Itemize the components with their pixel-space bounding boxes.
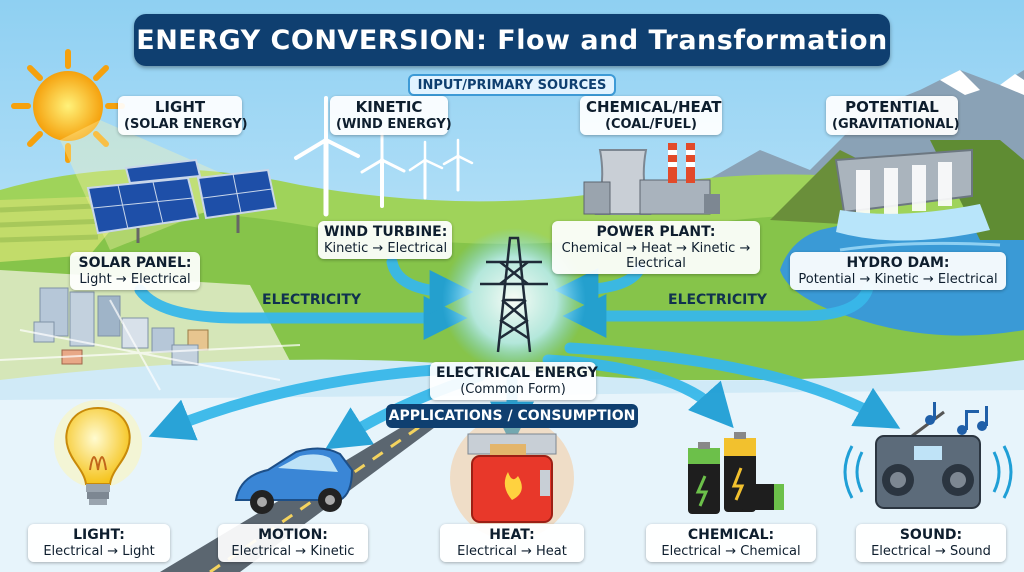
source-detail: (COAL/FUEL) (605, 116, 697, 132)
source-name: LIGHT (154, 98, 206, 116)
source-detail: (GRAVITATIONAL) (832, 116, 960, 132)
electricity-label-right: ELECTRICITY (668, 292, 768, 308)
source-name: CHEMICAL/HEAT (586, 98, 722, 116)
source-name: KINETIC (355, 98, 423, 116)
application-name: SOUND: (899, 527, 963, 543)
source-detail: (SOLAR ENERGY) (124, 116, 248, 132)
converter-conversion: Chemical → Heat → Kinetic → (561, 240, 751, 256)
input-section-label: INPUT/PRIMARY SOURCES (408, 74, 616, 96)
source-name: POTENTIAL (845, 98, 939, 116)
converter-label-wind-turbine: WIND TURBINE: Kinetic → Electrical (318, 221, 452, 259)
application-name: MOTION: (258, 527, 328, 543)
flow-arrow-solar (134, 284, 468, 340)
hydro-dam-icon (770, 140, 1024, 241)
electricity-label-left: ELECTRICITY (262, 292, 362, 308)
converter-name: HYDRO DAM: (846, 255, 950, 271)
converter-name: WIND TURBINE: (324, 224, 448, 240)
flow-arrow-to-light (148, 362, 476, 441)
converter-conversion: Light → Electrical (79, 271, 191, 287)
hub-name: ELECTRICAL ENERGY (436, 365, 598, 381)
converter-conversion: Kinetic → Electrical (324, 240, 448, 256)
battery-icon (688, 432, 784, 514)
application-conversion: Electrical → Heat (457, 543, 567, 559)
hub-detail: (Common Form) (460, 381, 566, 397)
application-name: HEAT: (489, 527, 535, 543)
converter-label-solar-panel: SOLAR PANEL: Light → Electrical (70, 252, 200, 290)
application-name: LIGHT: (73, 527, 125, 543)
converter-conversion: Potential → Kinetic → Electrical (798, 271, 998, 287)
output-section-label: APPLICATIONS / CONSUMPTION (386, 404, 638, 428)
source-label-potential: POTENTIAL (GRAVITATIONAL) (826, 96, 960, 136)
music-note-icon (925, 402, 988, 435)
application-label-chemical: CHEMICAL: Electrical → Chemical (646, 524, 816, 562)
application-conversion: Electrical → Sound (871, 543, 991, 559)
hub-label: ELECTRICAL ENERGY (Common Form) (430, 362, 598, 400)
source-label-light: LIGHT (SOLAR ENERGY) (118, 96, 248, 136)
application-conversion: Electrical → Kinetic (231, 543, 355, 559)
source-label-chemical-heat: CHEMICAL/HEAT (COAL/FUEL) (580, 96, 722, 136)
source-detail: (WIND ENERGY) (336, 116, 452, 132)
flow-arrow-to-sound (564, 342, 901, 429)
city-buildings (0, 287, 301, 391)
converter-conversion-line2: Electrical (626, 255, 686, 271)
application-label-heat: HEAT: Electrical → Heat (440, 524, 584, 562)
application-label-light: LIGHT: Electrical → Light (28, 524, 170, 562)
converter-name: SOLAR PANEL: (78, 255, 192, 271)
wind-turbine-icon (294, 96, 474, 217)
converter-label-hydro-dam: HYDRO DAM: Potential → Kinetic → Electri… (790, 252, 1006, 290)
toaster-icon (450, 416, 574, 540)
application-label-motion: MOTION: Electrical → Kinetic (218, 524, 368, 562)
electric-car-icon (234, 447, 354, 514)
power-plant-icon (583, 143, 720, 215)
radio-icon (843, 410, 1013, 509)
transmission-tower-icon (480, 236, 548, 353)
flow-arrow-hydro (562, 282, 874, 338)
application-conversion: Electrical → Chemical (661, 543, 801, 559)
converter-name: POWER PLANT: (596, 224, 716, 240)
light-bulb-icon (54, 400, 142, 505)
page-title: ENERGY CONVERSION: Flow and Transformati… (134, 14, 890, 66)
application-label-sound: SOUND: Electrical → Sound (856, 524, 1006, 562)
application-name: CHEMICAL: (687, 527, 775, 543)
application-conversion: Electrical → Light (43, 543, 155, 559)
solar-panel-icon (86, 158, 278, 243)
converter-label-power-plant: POWER PLANT: Chemical → Heat → Kinetic →… (552, 221, 760, 275)
source-label-kinetic: KINETIC (WIND ENERGY) (330, 96, 452, 136)
